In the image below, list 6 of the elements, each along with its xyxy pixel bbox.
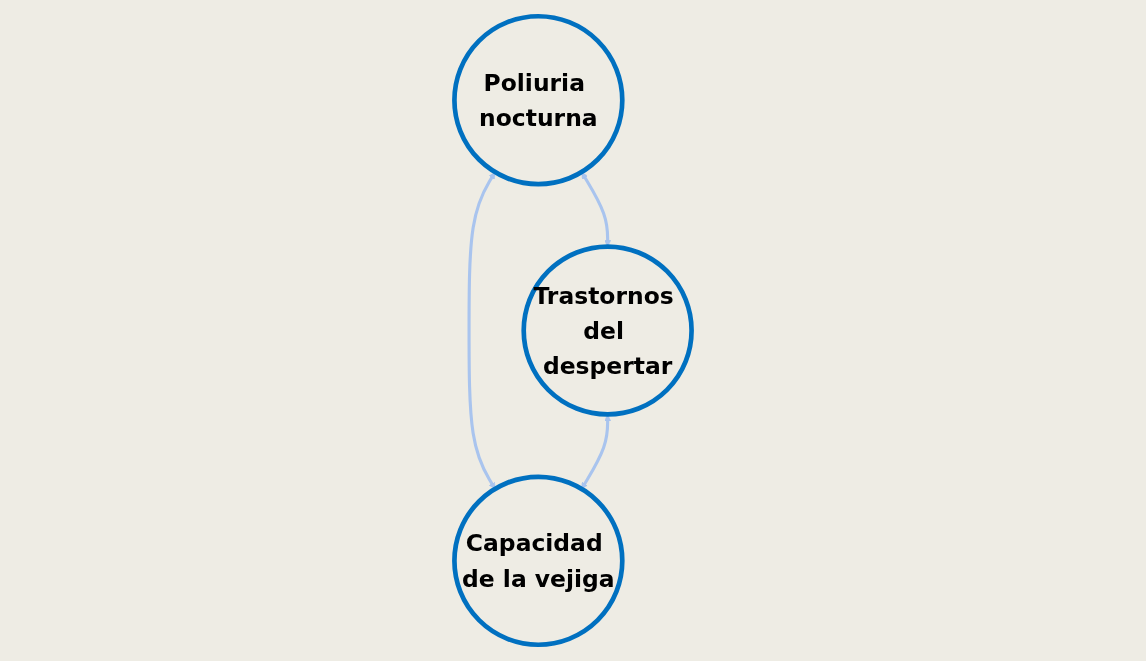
arrow: [581, 172, 612, 247]
arrow: [581, 414, 612, 490]
arrow: [467, 172, 496, 490]
node-circle: Poliuria nocturna: [452, 13, 625, 187]
node-circle: Capacidad de la vejiga: [452, 474, 625, 648]
node-circle: Trastornos del despertar: [521, 244, 694, 417]
